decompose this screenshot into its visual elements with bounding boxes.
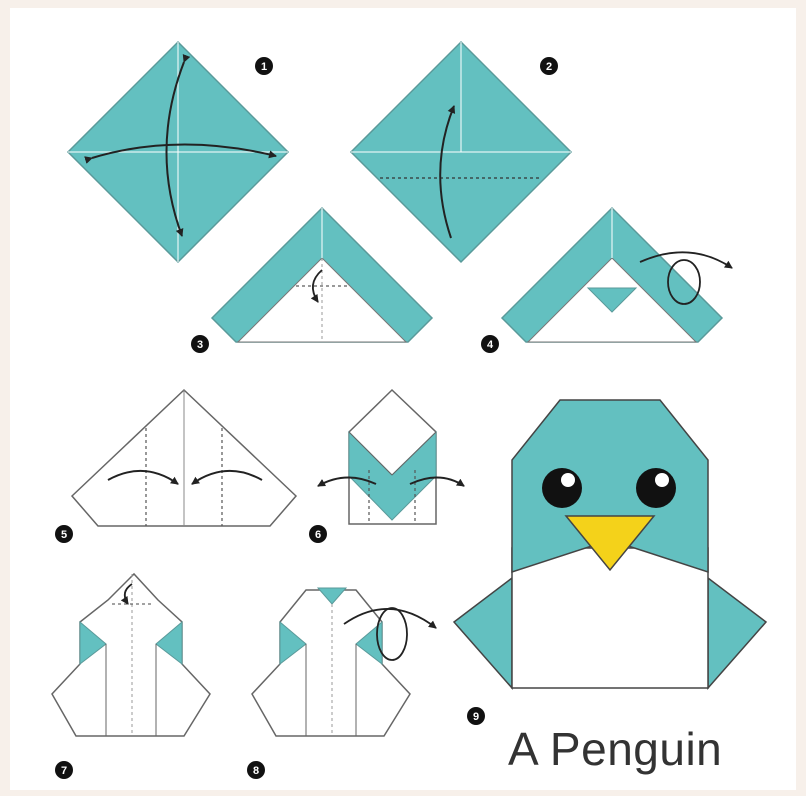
step-badge-1: 1 bbox=[255, 57, 273, 75]
svg-text:2: 2 bbox=[546, 61, 552, 73]
svg-text:8: 8 bbox=[253, 765, 259, 777]
step-badge-2: 2 bbox=[540, 57, 558, 75]
step-badge-5: 5 bbox=[55, 525, 73, 543]
step-badge-4: 4 bbox=[481, 335, 499, 353]
step-badge-7: 7 bbox=[55, 761, 73, 779]
svg-text:7: 7 bbox=[61, 765, 67, 777]
svg-text:5: 5 bbox=[61, 529, 67, 541]
svg-text:4: 4 bbox=[487, 339, 494, 351]
step-badge-8: 8 bbox=[247, 761, 265, 779]
svg-text:9: 9 bbox=[473, 711, 479, 723]
right-eye bbox=[636, 468, 676, 508]
step-badge-3: 3 bbox=[191, 335, 209, 353]
step-badge-6: 6 bbox=[309, 525, 327, 543]
svg-text:6: 6 bbox=[315, 529, 321, 541]
svg-text:1: 1 bbox=[261, 61, 267, 73]
diagram-title: A Penguin bbox=[508, 722, 722, 776]
left-eye bbox=[542, 468, 582, 508]
svg-text:3: 3 bbox=[197, 339, 203, 351]
step-badge-9: 9 bbox=[467, 707, 485, 725]
